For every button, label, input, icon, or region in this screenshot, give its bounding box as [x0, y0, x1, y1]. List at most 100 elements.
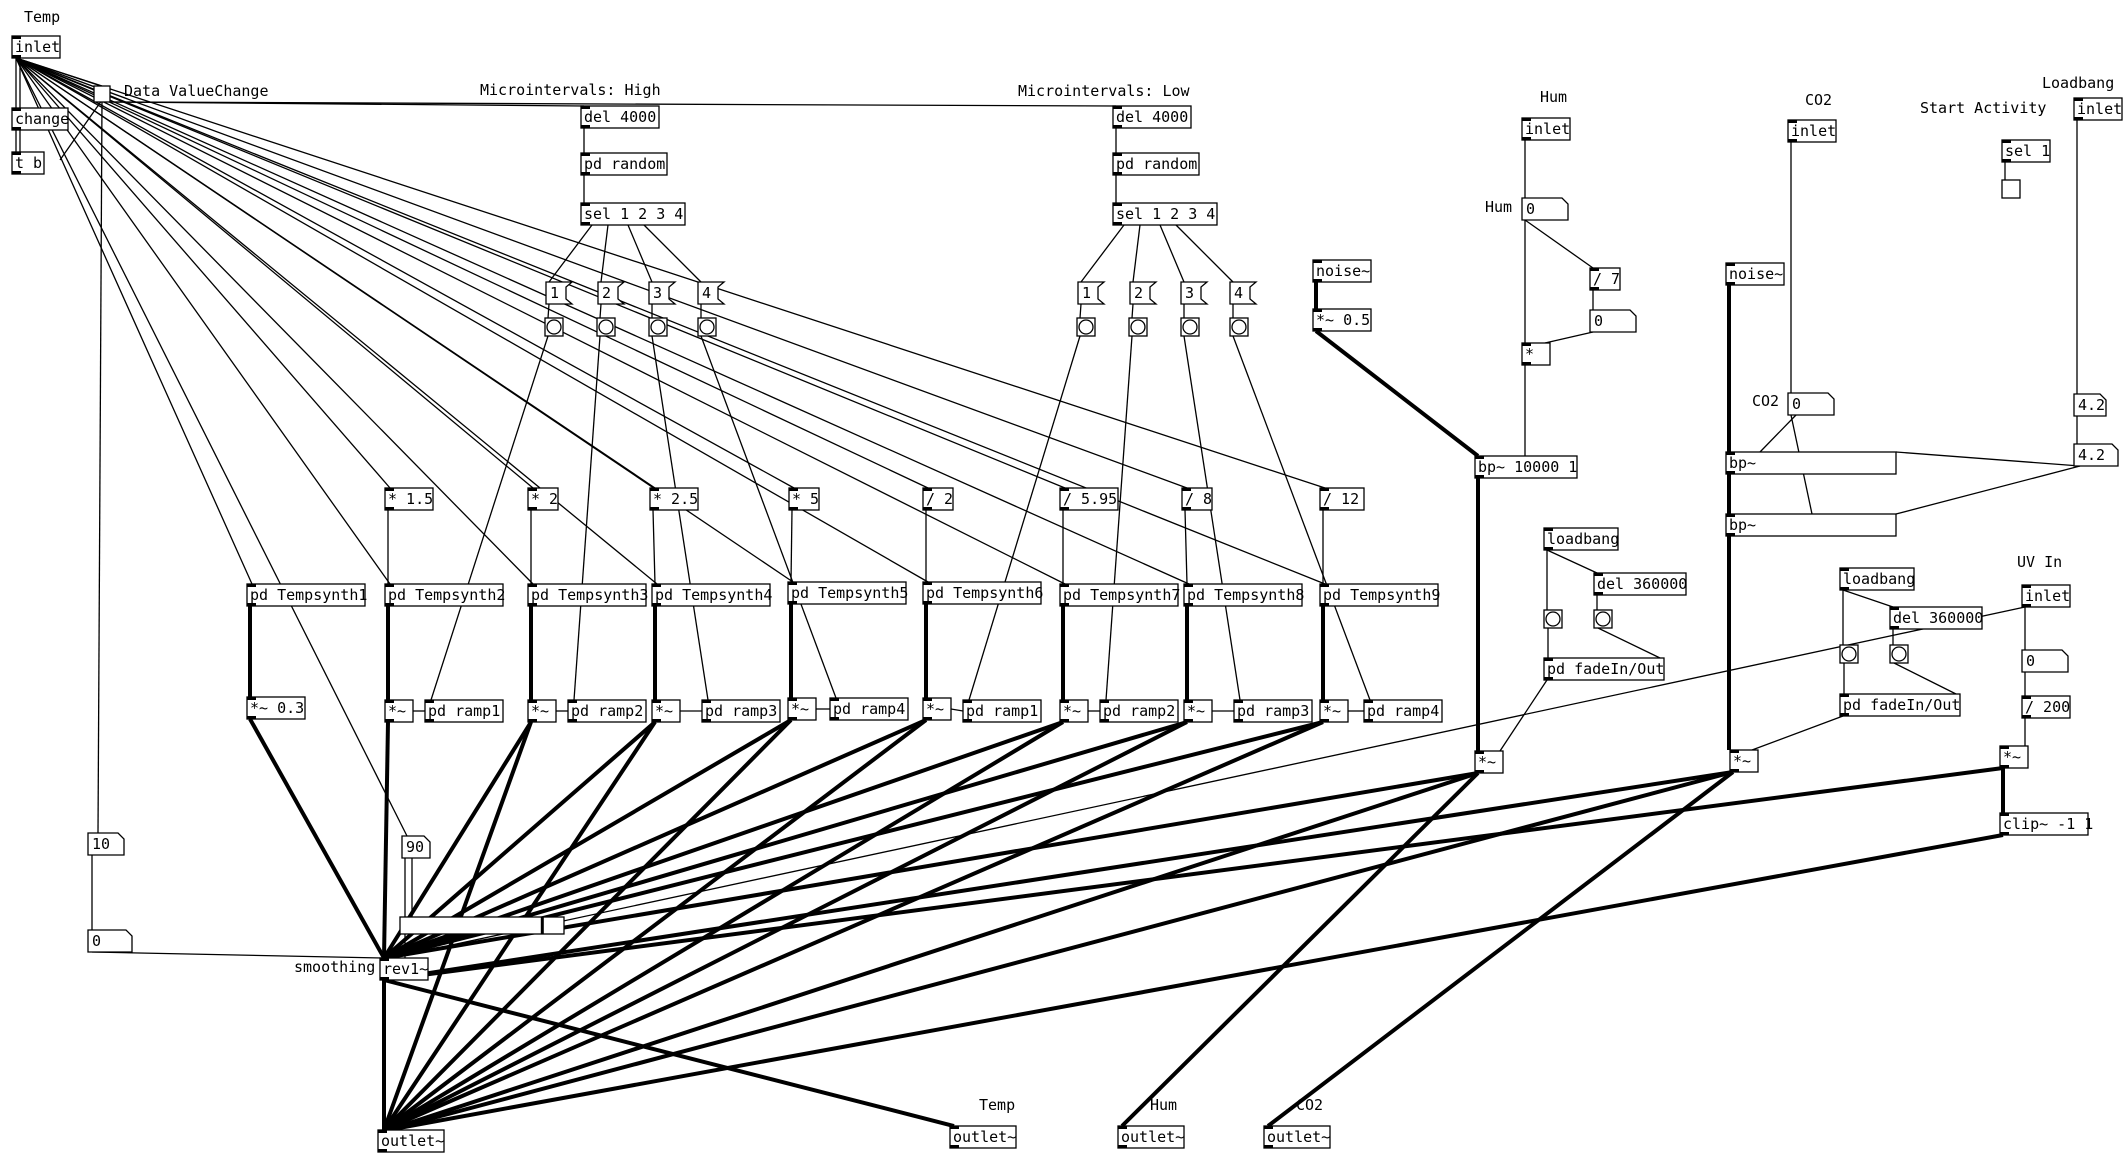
outlet-port[interactable] [581, 222, 590, 225]
inlet-port[interactable] [2000, 813, 2009, 816]
bang-bh2[interactable] [596, 317, 616, 337]
object--mul4[interactable]: *~ [651, 699, 681, 723]
object-pd-ramp4-ramp4a[interactable]: pd ramp4 [829, 697, 909, 721]
bang-bh4[interactable] [697, 317, 717, 337]
object-2-m2[interactable]: * 2 [527, 487, 559, 511]
inlet-port[interactable] [1840, 568, 1849, 571]
object-pd-tempsynth8-ts8[interactable]: pd Tempsynth8 [1183, 583, 1304, 607]
inlet-port[interactable] [1544, 528, 1553, 531]
inlet-port[interactable] [923, 488, 932, 491]
object-outlet-outlet3[interactable]: outlet~ [1117, 1125, 1185, 1149]
bang-lb1a[interactable] [1543, 609, 1563, 629]
inlet-port[interactable] [581, 106, 590, 109]
inlet-port[interactable] [581, 153, 590, 156]
number-box-90[interactable]: 90 [401, 835, 431, 859]
object-5-m4[interactable]: * 5 [788, 487, 820, 511]
inlet-port[interactable] [1113, 203, 1122, 206]
message-box-ml1[interactable]: 1 [1077, 281, 1106, 305]
inlet-port[interactable] [12, 108, 21, 111]
inlet-port[interactable] [1182, 488, 1191, 491]
outlet-port[interactable] [528, 603, 537, 606]
inlet-port[interactable] [1594, 573, 1603, 576]
inlet-port[interactable] [830, 698, 839, 701]
bang-lb2b[interactable] [1889, 644, 1909, 664]
object-200-div200[interactable]: / 200 [2021, 695, 2071, 719]
outlet-port[interactable] [1788, 139, 1797, 142]
number-box-hum2[interactable]: 0 [1589, 309, 1637, 333]
object-pd-tempsynth6-ts6[interactable]: pd Tempsynth6 [922, 581, 1043, 605]
object-pd-tempsynth1-ts1[interactable]: pd Tempsynth1 [246, 583, 367, 607]
outlet-port[interactable] [385, 507, 394, 510]
inlet-port[interactable] [385, 700, 394, 703]
slider-knob[interactable] [540, 917, 544, 934]
object-pd-tempsynth4-ts4[interactable]: pd Tempsynth4 [651, 583, 772, 607]
object-8-d3[interactable]: / 8 [1181, 487, 1213, 511]
object-pd-ramp1-ramp1a[interactable]: pd ramp1 [424, 699, 504, 723]
object-inlet-inlet-load[interactable]: inlet [2073, 97, 2123, 121]
outlet-port[interactable] [650, 507, 659, 510]
outlet-port[interactable] [1475, 770, 1484, 773]
object--mul3[interactable]: *~ [527, 699, 557, 723]
message-box-mh1[interactable]: 1 [545, 281, 574, 305]
outlet-port[interactable] [652, 719, 661, 722]
outlet-port[interactable] [789, 507, 798, 510]
object-del-4000-del-lo[interactable]: del 4000 [1112, 105, 1192, 129]
object-outlet-outlet4[interactable]: outlet~ [1263, 1125, 1331, 1149]
inlet-port[interactable] [581, 203, 590, 206]
object-del-4000-del-hi[interactable]: del 4000 [580, 105, 660, 129]
object-noise-noise1[interactable]: noise~ [1312, 259, 1372, 283]
outlet-port[interactable] [528, 719, 537, 722]
outlet-port[interactable] [788, 601, 797, 604]
inlet-port[interactable] [1264, 1126, 1273, 1129]
object-pd-ramp1-ramp1b[interactable]: pd ramp1 [962, 699, 1042, 723]
object--mulco2[interactable]: *~ [1729, 749, 1759, 773]
inlet-port[interactable] [1313, 260, 1322, 263]
inlet-port[interactable] [385, 584, 394, 587]
object-pd-fadein-out-fade2[interactable]: pd fadeIn/Out [1839, 693, 1961, 717]
object-pd-ramp3-ramp3a[interactable]: pd ramp3 [701, 699, 781, 723]
bang-bl3[interactable] [1180, 317, 1200, 337]
outlet-port[interactable] [1320, 507, 1329, 510]
inlet-port[interactable] [950, 1126, 959, 1129]
object-1-5-m1[interactable]: * 1.5 [384, 487, 434, 511]
outlet-port[interactable] [1060, 603, 1069, 606]
inlet-port[interactable] [1113, 106, 1122, 109]
outlet-port[interactable] [1113, 125, 1122, 128]
object-inlet-inlet-uv[interactable]: inlet [2021, 584, 2071, 608]
inlet-port[interactable] [2000, 746, 2009, 749]
outlet-port[interactable] [1320, 719, 1329, 722]
inlet-port[interactable] [1060, 584, 1069, 587]
hslider[interactable] [399, 916, 565, 935]
object-clip-1-1-clip[interactable]: clip~ -1 1 [1999, 812, 2093, 836]
outlet-port[interactable] [1730, 769, 1739, 772]
outlet-port[interactable] [1522, 362, 1531, 365]
outlet-port[interactable] [385, 603, 394, 606]
inlet-port[interactable] [2074, 98, 2083, 101]
outlet-port[interactable] [380, 977, 389, 980]
outlet-port[interactable] [568, 719, 577, 722]
object-0-3-mul03[interactable]: *~ 0.3 [246, 696, 306, 720]
outlet-port[interactable] [2022, 604, 2031, 607]
outlet-port[interactable] [385, 719, 394, 722]
bang-bh3[interactable] [648, 317, 668, 337]
inlet-port[interactable] [1475, 751, 1484, 754]
object-loadbang-loadbang2[interactable]: loadbang [1839, 567, 1915, 591]
inlet-port[interactable] [1726, 514, 1735, 517]
outlet-port[interactable] [1594, 592, 1603, 595]
outlet-port[interactable] [378, 1149, 387, 1152]
inlet-port[interactable] [1060, 700, 1069, 703]
inlet-port[interactable] [1313, 309, 1322, 312]
outlet-port[interactable] [1100, 719, 1109, 722]
toggle-start[interactable] [2001, 179, 2021, 199]
inlet-port[interactable] [12, 36, 21, 39]
number-box-0a[interactable]: 0 [87, 929, 133, 953]
inlet-port[interactable] [923, 582, 932, 585]
bang-bh1[interactable] [544, 317, 564, 337]
inlet-port[interactable] [1113, 153, 1122, 156]
number-box-10[interactable]: 10 [87, 832, 125, 856]
inlet-port[interactable] [1320, 700, 1329, 703]
object-bp-10000-1-bp1[interactable]: bp~ 10000 1 [1474, 455, 1578, 479]
inlet-port[interactable] [2022, 696, 2031, 699]
object-pd-random-rand-hi[interactable]: pd random [580, 152, 668, 176]
